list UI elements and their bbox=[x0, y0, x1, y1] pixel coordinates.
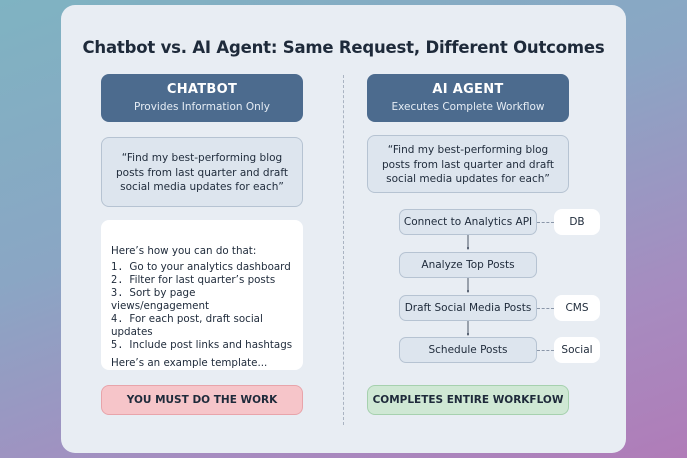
step-text: Go to your analytics dashboard bbox=[129, 261, 291, 273]
step-text: Sort by page views/engagement bbox=[111, 287, 210, 312]
tool-badge-cms: CMS bbox=[554, 295, 600, 321]
list-item: 5. Include post links and hashtags bbox=[111, 339, 293, 352]
response-steps: 1. Go to your analytics dashboard 2. Filte… bbox=[111, 261, 293, 352]
workflow-step-connect: Connect to Analytics API bbox=[399, 209, 537, 235]
agent-header: AI AGENT Executes Complete Workflow bbox=[367, 74, 569, 122]
column-divider bbox=[343, 75, 344, 425]
arrow-down-icon bbox=[467, 278, 469, 293]
step-number: 3. bbox=[111, 287, 124, 299]
chatbot-subheading: Provides Information Only bbox=[134, 101, 270, 113]
tool-connector bbox=[537, 222, 554, 223]
workflow-step-analyze: Analyze Top Posts bbox=[399, 252, 537, 278]
step-number: 2. bbox=[111, 274, 124, 286]
response-outro: Here’s an example template... bbox=[111, 357, 268, 369]
chatbot-heading: CHATBOT bbox=[166, 82, 238, 97]
step-number: 1. bbox=[111, 261, 124, 273]
step-text: Include post links and hashtags bbox=[129, 339, 293, 351]
agent-subheading: Executes Complete Workflow bbox=[391, 101, 545, 113]
tool-badge-db: DB bbox=[554, 209, 600, 235]
step-number: 5. bbox=[111, 339, 124, 351]
chatbot-header: CHATBOT Provides Information Only bbox=[101, 74, 303, 122]
tool-connector bbox=[537, 350, 554, 351]
agent-result-badge: COMPLETES ENTIRE WORKFLOW bbox=[367, 385, 569, 415]
list-item: 4.For each post, draft social updates bbox=[111, 313, 293, 339]
agent-heading: AI AGENT bbox=[432, 82, 504, 97]
step-number: 4. bbox=[111, 313, 124, 325]
chatbot-result-badge: YOU MUST DO THE WORK bbox=[101, 385, 303, 415]
agent-request: “Find my best-performing blog posts from… bbox=[367, 135, 569, 193]
chatbot-request: “Find my best-performing blog posts from… bbox=[101, 137, 303, 207]
comparison-card: Chatbot vs. AI Agent: Same Request, Diff… bbox=[61, 5, 626, 453]
arrow-down-icon bbox=[467, 235, 469, 250]
list-item: 1. Go to your analytics dashboard bbox=[111, 261, 293, 274]
workflow-step-schedule: Schedule Posts bbox=[399, 337, 537, 363]
tool-badge-social: Social bbox=[554, 337, 600, 363]
page-title: Chatbot vs. AI Agent: Same Request, Diff… bbox=[82, 38, 605, 57]
arrow-down-icon bbox=[467, 321, 469, 336]
tool-connector bbox=[537, 308, 554, 309]
step-text: Filter for last quarter’s posts bbox=[129, 274, 276, 286]
step-text: For each post, draft social updates bbox=[111, 313, 263, 338]
list-item: 2. Filter for last quarter’s posts bbox=[111, 274, 293, 287]
chatbot-response: Here’s how you can do that: 1. Go to your… bbox=[101, 220, 303, 370]
workflow-step-draft: Draft Social Media Posts bbox=[399, 295, 537, 321]
list-item: 3.Sort by page views/engagement bbox=[111, 287, 293, 313]
response-intro: Here’s how you can do that: bbox=[111, 245, 257, 257]
